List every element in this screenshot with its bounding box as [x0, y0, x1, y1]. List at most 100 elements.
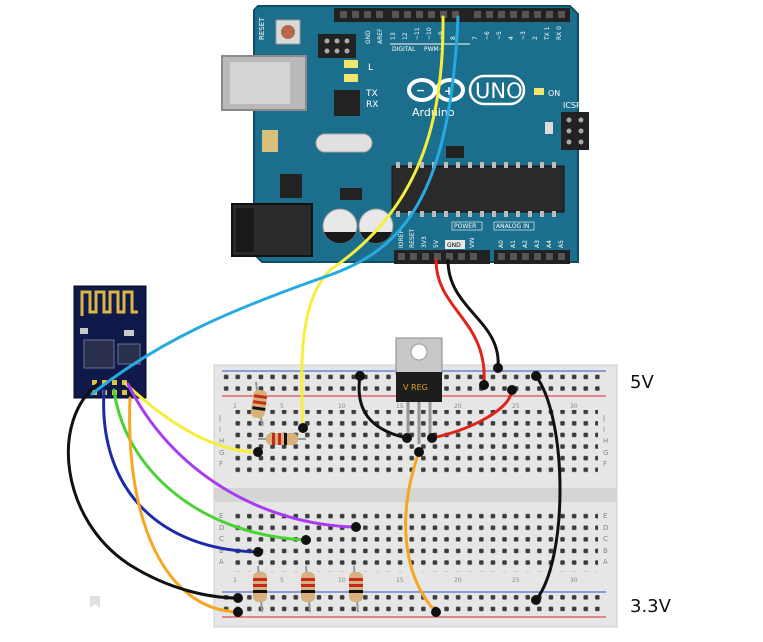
voltage-regulator: V REG — [395, 337, 443, 444]
ioref-label: IOREF — [398, 230, 405, 248]
l-led-label: L — [368, 63, 373, 73]
row-letter-right: D — [603, 524, 608, 532]
analog-pin-label: A4 — [546, 240, 553, 248]
digital-pin-label: ~10 — [426, 27, 433, 40]
rx-led-label: RX — [366, 100, 378, 110]
digital-pin-label: 2 — [532, 36, 539, 40]
row-letter-left: G — [219, 449, 224, 457]
aref-label: AREF — [377, 28, 384, 44]
column-number-top: 20 — [454, 403, 462, 410]
analog-pin-label: A5 — [558, 240, 565, 248]
resistor-bottom-1 — [253, 565, 267, 613]
row-letter-left: C — [219, 535, 224, 543]
power-label: POWER — [454, 223, 476, 230]
resistor-bottom-3 — [349, 565, 363, 613]
power-header — [394, 250, 490, 264]
wire-blue-arduino — [90, 15, 460, 396]
wire-black-reg-gnd — [357, 374, 409, 440]
row-letter-right: J — [602, 414, 605, 422]
column-number-bottom: 5 — [280, 577, 284, 584]
digital-pin-label: 4 — [508, 36, 515, 40]
row-letter-right: E — [603, 512, 607, 520]
wire-navy-esp — [102, 388, 260, 554]
row-letter-left: E — [219, 512, 223, 520]
wire-orange-esp — [128, 396, 240, 614]
column-number-bottom: 10 — [338, 577, 346, 584]
regulator-label: V REG — [403, 383, 428, 392]
digital-pin-label: 8 — [450, 36, 457, 40]
resistor-top-horizontal — [258, 433, 306, 445]
tx-led-label: TX — [365, 89, 378, 99]
column-number-top: 15 — [396, 403, 404, 410]
row-letter-left: J — [218, 414, 221, 422]
uno-brand-label: UNO — [475, 79, 523, 103]
row-letter-left: A — [219, 558, 224, 566]
analog-pin-label: A2 — [522, 240, 529, 248]
wire-yellow-arduino — [300, 15, 445, 429]
row-letter-left: B — [219, 547, 224, 555]
column-number-top: 25 — [512, 403, 520, 410]
analog-pin-label: A1 — [510, 240, 517, 248]
row-letter-right: H — [603, 437, 608, 445]
digital-pin-label: TX 1 — [544, 26, 551, 41]
column-number-top: 30 — [570, 403, 578, 410]
digital-pin-label: 13 — [390, 32, 397, 40]
wire-black-esp — [66, 382, 240, 600]
column-number-top: 5 — [280, 403, 284, 410]
digital-pin-label: ~6 — [484, 31, 491, 40]
on-led-label: ON — [548, 89, 560, 98]
digital-pin-label: 7 — [472, 36, 479, 40]
row-letter-right: C — [603, 535, 608, 543]
row-letter-right: F — [603, 460, 607, 468]
gnd-top-label: GND — [365, 30, 372, 44]
wire-red-reg-in — [430, 388, 514, 440]
three-volt-label: 3.3V — [630, 596, 671, 617]
reset-pin-label: RESET — [409, 228, 416, 248]
wire-yellow-esp — [124, 382, 260, 454]
column-number-bottom: 1 — [233, 577, 237, 584]
wire-orange-reg-out — [404, 450, 438, 614]
icsp-label: ICSP — [563, 101, 581, 110]
analog-pin-label: A0 — [498, 240, 505, 248]
v5-pin-label: 5V — [433, 239, 440, 248]
pwm-label: PWM~ — [424, 46, 444, 53]
resistor-bottom-2 — [301, 565, 315, 613]
row-letter-right: G — [603, 449, 608, 457]
reset-label: RESET — [258, 17, 266, 40]
crystal — [315, 133, 373, 153]
svg-text:−: − — [416, 84, 425, 97]
gnd-pin-label: GND — [447, 242, 461, 249]
wire-black-gnd-rail — [534, 374, 562, 602]
column-number-top: 1 — [233, 403, 237, 410]
digital-pin-label: 12 — [402, 32, 409, 40]
digital-pin-label: RX 0 — [556, 26, 563, 40]
row-letter-left: D — [219, 524, 224, 532]
analog-pin-labels: A0 A1 A2 A3 A4 A5 — [498, 240, 565, 248]
wire-green-esp — [112, 388, 308, 542]
wire-red-arduino-5v — [434, 258, 486, 386]
digital-label: DIGITAL — [392, 46, 416, 53]
vin-pin-label: VIN — [469, 238, 476, 248]
column-number-bottom: 30 — [570, 577, 578, 584]
wire-purple-esp — [126, 382, 358, 529]
row-letter-right: A — [603, 558, 608, 566]
column-number-bottom: 15 — [396, 577, 404, 584]
column-number-top: 10 — [338, 403, 346, 410]
column-number-bottom: 20 — [454, 577, 462, 584]
wire-black-arduino-gnd — [446, 258, 500, 370]
analog-label: ANALOG IN — [496, 223, 529, 230]
row-letter-right: B — [603, 547, 608, 555]
row-letter-left: F — [219, 460, 223, 468]
digital-pin-label: ~3 — [520, 31, 527, 40]
five-volt-label: 5V — [630, 372, 654, 393]
digital-pin-label: ~5 — [496, 31, 503, 40]
analog-pin-label: A3 — [534, 240, 541, 248]
digital-pin-label: ~11 — [414, 27, 421, 40]
v33-pin-label: 3V3 — [421, 236, 428, 248]
svg-text:+: + — [444, 84, 454, 98]
resistor-top-vertical — [250, 381, 268, 426]
